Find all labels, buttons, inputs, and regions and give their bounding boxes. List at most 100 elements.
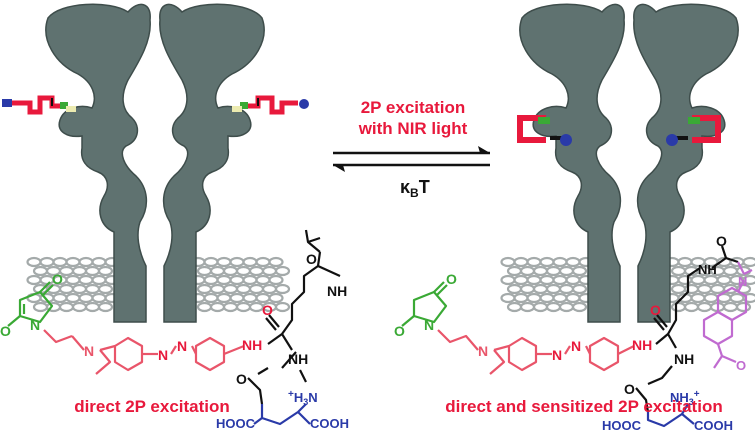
svg-text:HOOC: HOOC xyxy=(216,416,256,431)
svg-text:N: N xyxy=(478,343,488,359)
photoswitch-bent-left xyxy=(517,115,572,146)
lipid-mark xyxy=(513,292,529,304)
svg-text:O: O xyxy=(624,381,635,397)
lipid-mark xyxy=(670,265,687,277)
lipid-mark xyxy=(242,256,258,268)
lipid-mark xyxy=(58,301,75,313)
lipid-mark xyxy=(52,256,68,268)
svg-text:N: N xyxy=(552,347,562,363)
lipid-mark xyxy=(670,283,687,295)
lipid-mark xyxy=(696,301,713,313)
svg-text:NH3+: NH3+ xyxy=(670,389,700,407)
lipid-mark xyxy=(78,256,94,268)
lipid-mark xyxy=(571,283,588,295)
lipid-mark xyxy=(84,265,101,277)
lipid-mark xyxy=(571,301,588,313)
svg-text:O: O xyxy=(0,323,11,339)
lipid-mark xyxy=(65,274,81,286)
lipid-mark xyxy=(500,274,516,286)
lipid-mark xyxy=(32,265,49,277)
lipid-mark xyxy=(526,256,542,268)
arrow-label-top-1: 2P excitation xyxy=(361,98,466,117)
lipid-mark xyxy=(84,283,101,295)
lipid-mark xyxy=(683,301,700,313)
protein-dimer-right xyxy=(519,3,739,323)
lipid-mark xyxy=(690,274,706,286)
svg-text:O: O xyxy=(52,271,63,287)
svg-text:O: O xyxy=(394,323,405,339)
svg-text:NH: NH xyxy=(632,337,652,353)
lipid-mark xyxy=(84,301,101,313)
lipid-mark xyxy=(255,256,271,268)
lipid-mark xyxy=(513,256,529,268)
svg-text:O: O xyxy=(236,371,247,387)
lipid-mark xyxy=(558,265,575,277)
lipid-mark xyxy=(216,274,232,286)
lipid-mark xyxy=(506,283,523,295)
svg-text:NH: NH xyxy=(288,351,308,367)
lipid-mark xyxy=(216,292,232,304)
lipid-mark xyxy=(248,265,265,277)
lipid-mark xyxy=(71,283,88,295)
svg-text:NH: NH xyxy=(242,337,262,353)
molecule-right: O O N N N N NH O NH xyxy=(394,233,753,433)
photoswitch-extended-left xyxy=(2,95,76,115)
lipid-mark xyxy=(696,283,713,295)
lipid-mark xyxy=(677,274,693,286)
lipid-mark xyxy=(274,265,291,277)
lipid-mark xyxy=(255,292,271,304)
lipid-mark xyxy=(722,301,739,313)
svg-text:COOH: COOH xyxy=(694,418,733,433)
lipid-mark xyxy=(552,292,568,304)
lipid-mark xyxy=(216,256,232,268)
lipid-mark xyxy=(229,274,245,286)
svg-text:N: N xyxy=(571,338,581,354)
lipid-mark xyxy=(229,256,245,268)
lipid-mark xyxy=(513,274,529,286)
lipid-mark xyxy=(742,256,755,268)
lipid-mark xyxy=(539,274,555,286)
photoswitch-bent-right xyxy=(666,115,721,146)
lipid-mark xyxy=(65,292,81,304)
lipid-mark xyxy=(71,301,88,313)
lipid-mark xyxy=(71,265,88,277)
photoswitch-extended-right xyxy=(232,95,309,115)
lipid-mark xyxy=(539,256,555,268)
svg-text:O: O xyxy=(736,358,746,373)
lipid-mark xyxy=(670,301,687,313)
molecule-left: O O N N N N NH xyxy=(0,229,349,431)
svg-text:O: O xyxy=(306,251,317,267)
lipid-mark xyxy=(526,274,542,286)
lipid-mark xyxy=(209,283,226,295)
svg-text:N: N xyxy=(158,347,168,363)
lipid-mark xyxy=(97,301,114,313)
lipid-mark xyxy=(539,292,555,304)
lipid-mark xyxy=(690,292,706,304)
lipid-mark xyxy=(52,292,68,304)
lipid-mark xyxy=(242,274,258,286)
lipid-mark xyxy=(235,265,252,277)
lipid-mark xyxy=(500,292,516,304)
lipid-mark xyxy=(709,283,726,295)
svg-text:N: N xyxy=(84,343,94,359)
lipid-mark xyxy=(703,292,719,304)
lipid-mark xyxy=(209,301,226,313)
svg-text:NH: NH xyxy=(327,283,347,299)
lipid-mark xyxy=(506,301,523,313)
lipid-mark xyxy=(248,283,265,295)
lipid-mark xyxy=(545,283,562,295)
lipid-mark xyxy=(677,256,693,268)
svg-text:COOH: COOH xyxy=(310,416,349,431)
lipid-mark xyxy=(545,265,562,277)
caption-left: direct 2P excitation xyxy=(74,397,230,416)
lipid-mark xyxy=(558,301,575,313)
lipid-mark xyxy=(78,292,94,304)
lipid-mark xyxy=(97,265,114,277)
lipid-mark xyxy=(532,265,549,277)
lipid-mark xyxy=(735,301,752,313)
lipid-mark xyxy=(235,283,252,295)
lipid-mark xyxy=(519,265,536,277)
arrow-label-top-2: with NIR light xyxy=(358,119,468,138)
svg-text:NH: NH xyxy=(698,262,717,277)
